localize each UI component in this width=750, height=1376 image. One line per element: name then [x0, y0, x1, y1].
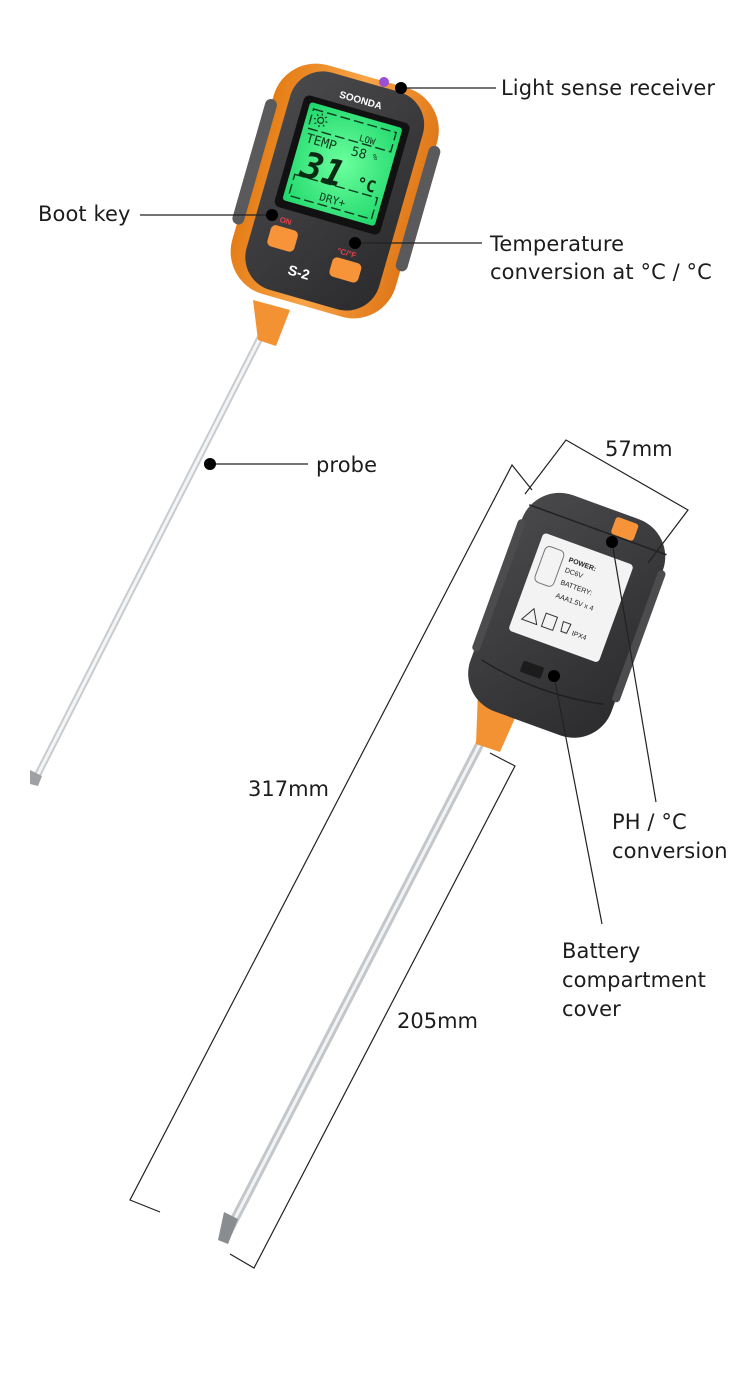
dimension-width-label: 57mm: [605, 437, 673, 461]
callout-ph-conversion-line1: PH / °C: [612, 810, 687, 834]
callout-probe: probe: [316, 453, 378, 477]
width-dimension: [524, 439, 689, 564]
model-label: S-2: [286, 262, 312, 283]
on-button-label: ON: [279, 215, 293, 227]
recycle-bin-icon: [560, 620, 572, 634]
callout-dots: [204, 82, 618, 682]
ph-toggle-switch[interactable]: [610, 516, 639, 541]
callout-battery-cover-line2: compartment: [562, 968, 706, 992]
sticker-ipx-rating: IPX4: [571, 630, 588, 642]
callout-light-sense-receiver: Light sense receiver: [501, 76, 716, 100]
dimension-total-length-label: 317mm: [248, 777, 329, 801]
callout-ph-conversion-line2: conversion: [612, 839, 728, 863]
battery-sticker: [509, 533, 633, 662]
lcd-screen: [282, 102, 402, 226]
lcd-low-indicator: LOW: [358, 134, 377, 148]
callout-battery-cover-line3: cover: [562, 997, 621, 1021]
lcd-main-unit: °C: [354, 173, 378, 197]
warning-icon: [520, 607, 538, 626]
unit-toggle-button[interactable]: [328, 256, 362, 283]
front-probe: [30, 326, 268, 786]
boot-key-button[interactable]: [266, 224, 299, 253]
callout-lines: [140, 87, 657, 925]
callout-battery-cover-line1: Battery: [562, 939, 641, 963]
callout-temperature-conversion-line2: conversion at °C / °C: [490, 260, 712, 284]
callout-boot-key: Boot key: [38, 202, 131, 226]
front-meter: LOW TEMP 58 % 31 °C DRY+ SOONDA ON °C/°F…: [30, 63, 441, 786]
person-icon: [540, 612, 559, 632]
total-length-dimension: [129, 463, 533, 1213]
light-sensor: [379, 77, 389, 87]
back-probe: [218, 731, 489, 1244]
back-meter: POWER: DC6V BATTERY: AAA1.5V x 4 IPX4: [218, 492, 667, 1244]
lcd-humidity-value: 58: [349, 144, 368, 163]
dimension-probe-length-label: 205mm: [397, 1009, 478, 1033]
front-probe-collar: [253, 300, 290, 346]
dimension-lines: [129, 439, 689, 1269]
battery-latch[interactable]: [520, 660, 545, 679]
callout-temperature-conversion-line1: Temperature: [490, 232, 625, 256]
lcd-humidity-unit: %: [371, 152, 378, 162]
probe-length-dimension: [229, 752, 516, 1269]
sun-icon: [313, 113, 328, 128]
